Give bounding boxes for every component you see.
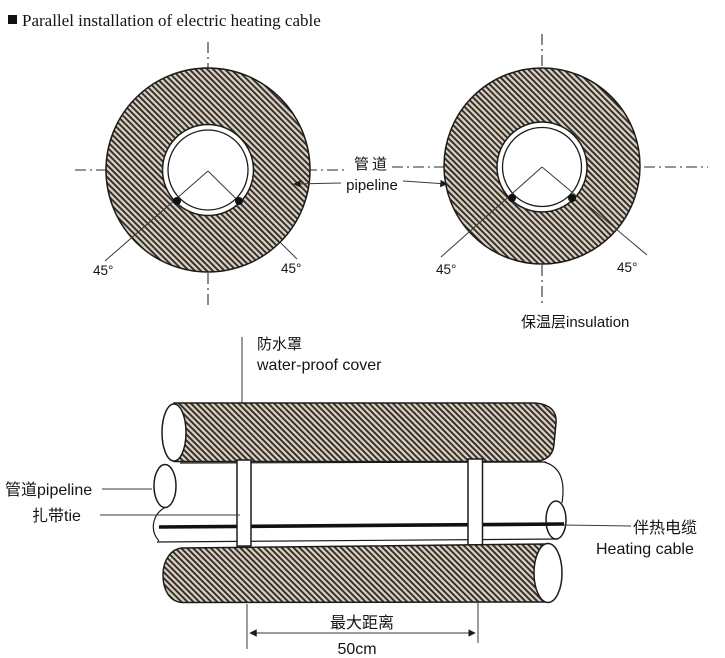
- cover-body: [173, 402, 557, 463]
- bottom-cylinder-body: [162, 543, 549, 604]
- angle-line-right: [207, 170, 298, 260]
- cable-label-en: Heating cable: [596, 541, 694, 558]
- dimension-group: 最大距离 50cm: [246, 603, 479, 658]
- cover-label-group: 防水罩 water-proof cover: [241, 336, 382, 420]
- angle-label-left: 45°: [436, 262, 456, 277]
- bottom-cylinder: [162, 542, 563, 604]
- cable-leader-line: [563, 524, 632, 527]
- heating-cable-line: [158, 522, 565, 529]
- side-left-labels: 管道pipeline 扎带tie: [5, 481, 240, 525]
- heating-cable-dot-left: [508, 194, 516, 202]
- pipe-wall-circle: [167, 129, 249, 211]
- cross-section-left: 45° 45°: [93, 42, 311, 308]
- heating-cable-dot-right: [235, 197, 243, 205]
- heating-cable-dot-right: [568, 194, 576, 202]
- pipe-left-lower-curve: [152, 506, 166, 542]
- max-distance-value: 50cm: [337, 641, 376, 658]
- insulation-label: 保温层insulation: [521, 314, 629, 331]
- tie-band-right: [467, 458, 484, 546]
- pipeline-leader-left: [293, 180, 342, 188]
- angle-label-left: 45°: [93, 263, 113, 278]
- side-right-labels: 伴热电缆 Heating cable: [596, 519, 697, 558]
- bottom-cylinder-end-ellipse: [533, 542, 563, 604]
- angle-line-left: [440, 166, 543, 258]
- angle-line-left: [104, 170, 209, 262]
- angle-label-right: 45°: [617, 260, 637, 275]
- pipeline-label-en: pipeline: [346, 177, 398, 194]
- pipe-right-curve: [543, 461, 564, 504]
- heating-cable-dot-left: [173, 197, 181, 205]
- cover-label-zh: 防水罩: [257, 336, 302, 353]
- tie-label: 扎带tie: [32, 507, 81, 525]
- pipeline-label-group: 管道 pipeline: [293, 156, 448, 194]
- pipe-right-end-ellipse: [545, 500, 567, 540]
- angle-label-right: 45°: [281, 261, 301, 276]
- page-title: Parallel installation of electric heatin…: [8, 11, 321, 30]
- cover-end-ellipse: [161, 403, 187, 462]
- waterproof-cover-cylinder: [161, 402, 557, 463]
- pipe-cylinder: [152, 461, 567, 543]
- pipeline-label-zh: 管道: [354, 156, 390, 173]
- cross-section-right: 45° 45°: [436, 34, 648, 303]
- cover-label-en: water-proof cover: [256, 357, 382, 374]
- max-distance-label: 最大距离: [330, 614, 394, 632]
- pipeline-side-label: 管道pipeline: [5, 481, 92, 499]
- angle-line-right: [541, 166, 648, 256]
- tie-band-left: [236, 459, 252, 547]
- title-text: Parallel installation of electric heatin…: [22, 11, 321, 30]
- pipe-bottom-edge: [156, 538, 559, 543]
- pipeline-leader-right: [402, 179, 448, 188]
- bullet-square-icon: [8, 15, 17, 24]
- pipe-end-ellipse: [153, 463, 177, 509]
- cable-label-zh: 伴热电缆: [633, 519, 697, 537]
